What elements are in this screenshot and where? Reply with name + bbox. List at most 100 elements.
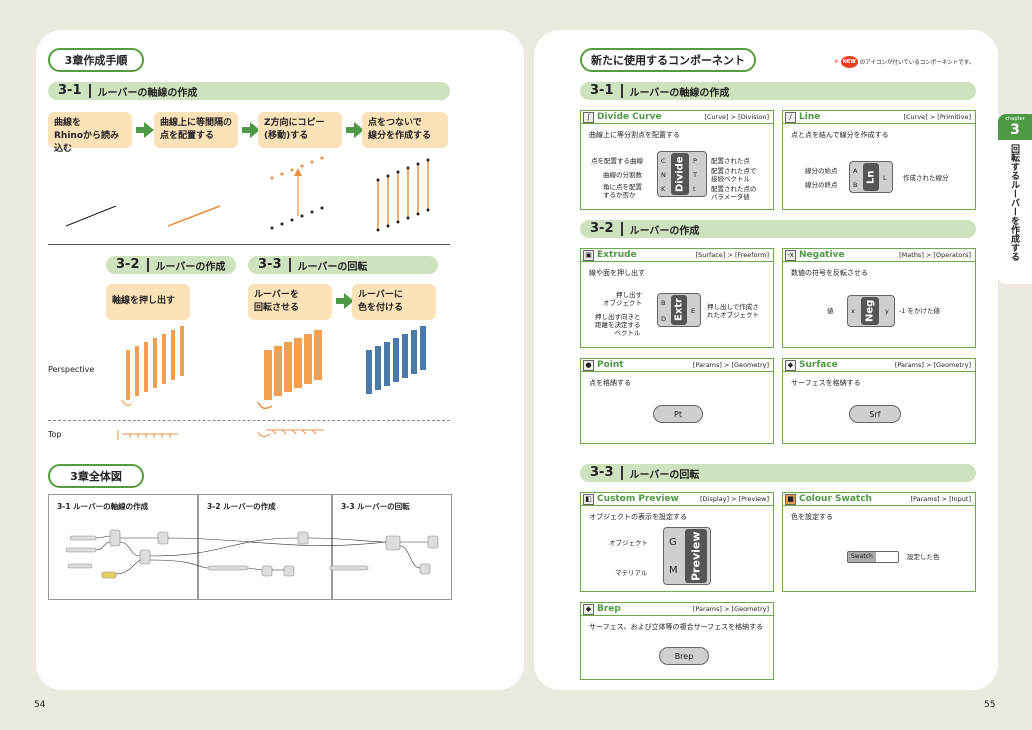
card-description: 点と点を結んで線分を作成する	[791, 131, 889, 139]
card-category: [Curve] > [Primitive]	[903, 113, 971, 121]
surface-icon: ◆	[785, 359, 796, 371]
arrow-right-icon	[346, 122, 364, 138]
chapter-badge: chapter 3	[998, 114, 1032, 140]
input-label: 曲線の分割数	[603, 171, 642, 179]
output-label: 配置された点の パラメータ値	[711, 185, 757, 201]
step-1: 曲線を Rhinoから読み込む	[48, 112, 132, 154]
section-bar-3-2: 3-2 ルーバーの作成	[106, 256, 236, 274]
chapter-tab: chapter 3 回転するルーバーを作成する	[998, 114, 1032, 284]
arrow-right-icon	[242, 122, 260, 138]
section-num: 3-3	[580, 466, 623, 480]
negative-icon: -x	[785, 249, 796, 261]
port: x	[851, 307, 855, 315]
component-name: Divide	[671, 153, 689, 195]
output-label: 配置された点	[711, 157, 750, 165]
section-title: ルーバーの回転	[297, 261, 368, 273]
input-label: 押し出す向きと 距離を決定する ベクトル	[595, 313, 641, 337]
section-title: ルーバーの軸線の作成	[97, 87, 198, 99]
card-description: 色を設定する	[791, 513, 833, 521]
component-name: Preview	[685, 529, 707, 583]
overview-heading: 3章全体図	[48, 464, 144, 488]
card-title: Extrude	[597, 250, 637, 260]
card-description: 点を格納する	[589, 379, 631, 387]
port: G	[669, 537, 677, 548]
card-title: Line	[799, 112, 821, 122]
card-category: [Display] > [Preview]	[700, 495, 769, 503]
step-rotate: ルーバーを 回転させる	[248, 284, 332, 320]
card-title: Point	[597, 360, 624, 370]
card-description: 数値の符号を反転させる	[791, 269, 868, 277]
new-badge-icon: NEW	[840, 56, 858, 68]
card-category: [Params] > [Geometry]	[692, 605, 769, 613]
chapter-label: chapter	[1005, 116, 1025, 122]
output-label: 設定した色	[907, 553, 940, 561]
port: B	[661, 299, 666, 307]
page-number: 55	[984, 700, 996, 710]
section-num: 3-2	[580, 222, 623, 236]
step-4: 点をつないで 線分を作成する	[362, 112, 448, 148]
card-title: Divide Curve	[597, 112, 662, 122]
section-title: ルーバーの作成	[629, 225, 700, 237]
axis-line-illustrations	[65, 156, 430, 232]
top-label: Top	[48, 430, 62, 439]
section-num: 3-1	[48, 84, 91, 98]
components-heading: 新たに使用するコンポーネント	[580, 48, 756, 72]
card-description: オブジェクトの表示を設定する	[589, 513, 687, 521]
chapter-title: 回転するルーバーを作成する	[1009, 144, 1019, 261]
section-bar-3-3: 3-3 ルーバーの回転	[580, 464, 976, 482]
port: C	[661, 157, 666, 165]
card-title: Negative	[799, 250, 845, 260]
port: K	[661, 185, 666, 193]
card-description: 線や面を押し出す	[589, 269, 645, 277]
step-color: ルーバーに 色を付ける	[352, 284, 436, 320]
section-bar-3-1: 3-1 ルーバーの軸線の作成	[580, 82, 976, 100]
chapter-steps-heading: 3章作成手順	[48, 48, 144, 72]
section-title: ルーバーの回転	[629, 469, 700, 481]
card-title: Surface	[799, 360, 838, 370]
card-description: サーフェス、および立体等の複合サーフェスを格納する	[589, 623, 764, 631]
component-name: Neg	[861, 297, 879, 325]
output-label: 配置された点で 接続ベクトル	[711, 167, 757, 183]
component-surface: Srf	[849, 405, 901, 423]
card-divide-curve: ∫Divide Curve[Curve] > [Division] 曲線上に等分…	[580, 110, 774, 210]
port: M	[669, 565, 678, 576]
step-extrude: 軸線を押し出す	[106, 284, 190, 320]
input-label: 線分の終点	[805, 181, 838, 189]
section-bar-3-2: 3-2 ルーバーの作成	[580, 220, 976, 238]
input-label: 線分の始点	[805, 167, 838, 175]
extrude-icon: ▣	[583, 249, 594, 261]
card-category: [Params] > [Geometry]	[894, 361, 971, 369]
section-title: ルーバーの作成	[155, 261, 226, 273]
port: L	[883, 174, 887, 182]
input-label: 点を配置する曲線	[591, 157, 643, 165]
perspective-label: Perspective	[48, 365, 95, 374]
page-number: 54	[34, 700, 46, 710]
port: P	[693, 157, 697, 165]
input-label: 値	[827, 307, 834, 315]
card-description: サーフェスを格納する	[791, 379, 861, 387]
step-2: 曲線上に等間隔の 点を配置する	[154, 112, 238, 148]
overview-title: 3-3 ルーバーの回転	[341, 502, 410, 511]
section-num: 3-2	[106, 258, 149, 272]
card-category: [Surface] > [Freeform]	[695, 251, 769, 259]
overview-panel-3-1: 3-1 ルーバーの軸線の作成	[48, 494, 198, 600]
overview-graph-illustration	[65, 529, 439, 579]
point-icon: ●	[583, 359, 594, 371]
card-colour-swatch: ■Colour Swatch[Params] > [Input] 色を設定する …	[782, 492, 976, 592]
right-page: 新たに使用するコンポーネント ※ NEW のアイコンが付いているコンポーネントで…	[534, 30, 998, 710]
card-category: [Curve] > [Division]	[704, 113, 769, 121]
brep-icon: ◆	[583, 603, 594, 615]
output-label: 作成された線分	[903, 174, 949, 182]
card-category: [Params] > [Geometry]	[692, 361, 769, 369]
component-brep: Brep	[659, 647, 709, 665]
dashed-divider	[48, 420, 450, 421]
overview-title: 3-2 ルーバーの作成	[207, 502, 276, 511]
arrow-right-icon	[136, 122, 154, 138]
card-category: [Params] > [Input]	[910, 495, 971, 503]
card-custom-preview: ◧Custom Preview[Display] > [Preview] オブジ…	[580, 492, 774, 592]
chapter-number: 3	[1010, 122, 1020, 138]
output-label: 押し出しで作成さ れたオブジェクト	[707, 303, 759, 319]
card-line: /Line[Curve] > [Primitive] 点と点を結んで線分を作成す…	[782, 110, 976, 210]
input-label: マテリアル	[615, 569, 648, 577]
